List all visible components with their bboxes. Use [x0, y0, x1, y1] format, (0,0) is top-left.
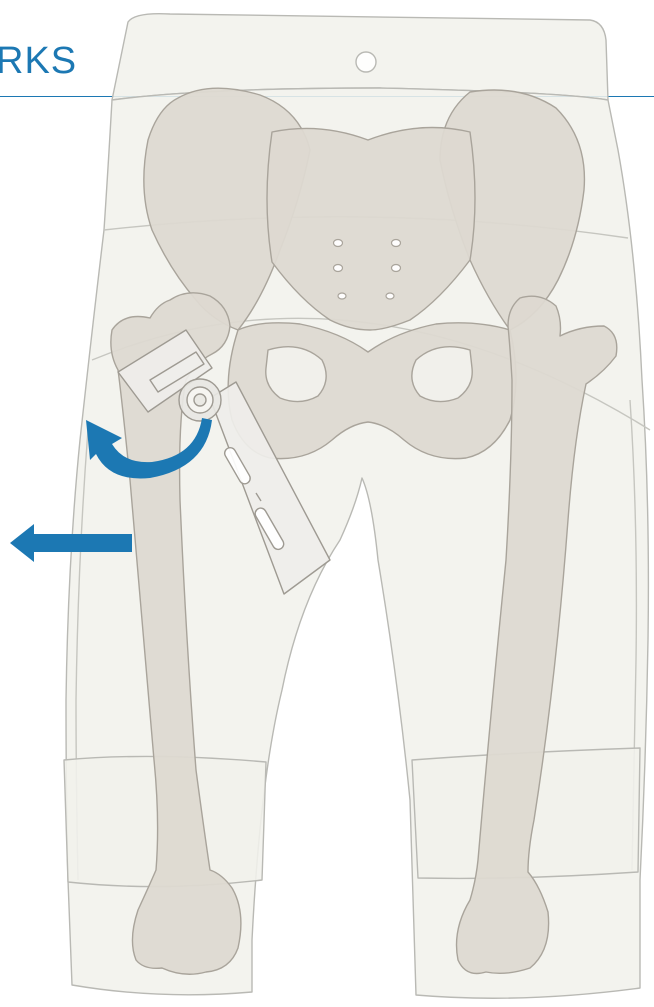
hinge-center — [194, 394, 206, 406]
waist-button — [356, 52, 376, 72]
